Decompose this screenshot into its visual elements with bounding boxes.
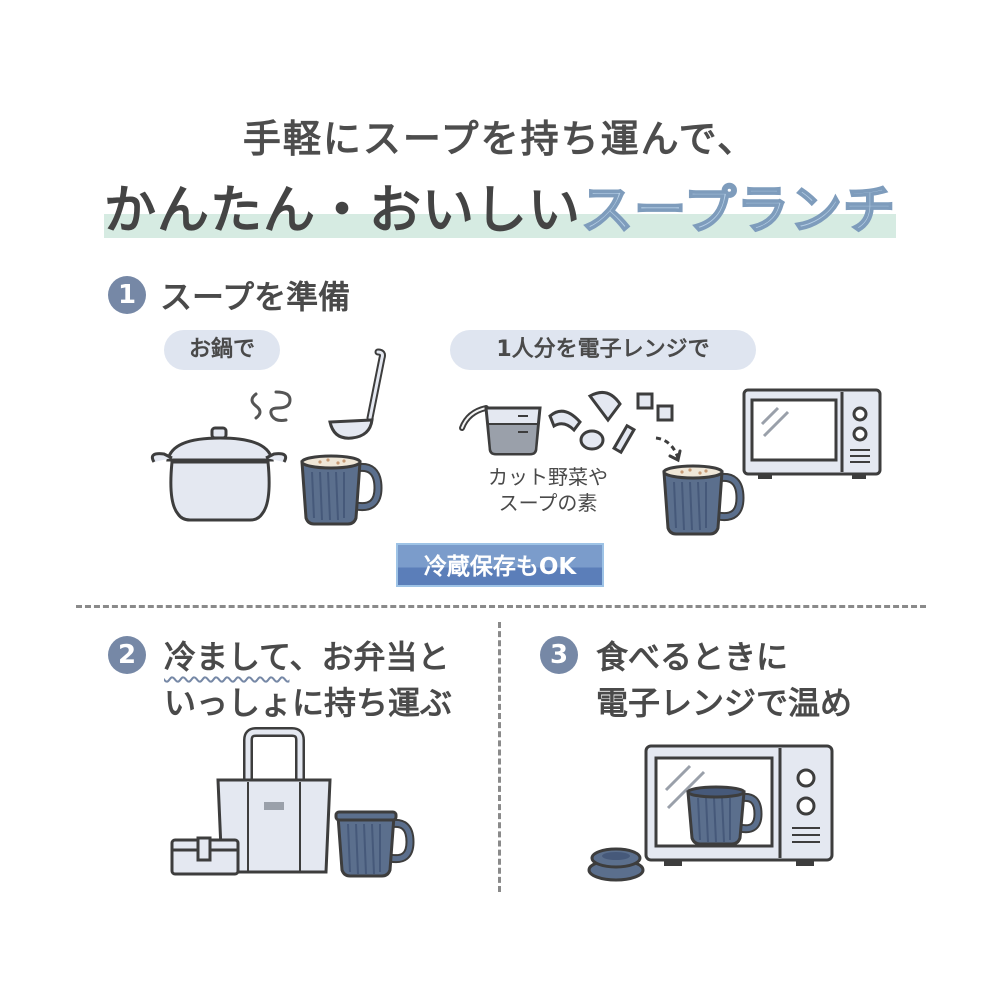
title-line-2: かんたん・おいしいスープランチ — [0, 168, 1000, 243]
step-3-heading-line-1: 食べるときに — [596, 638, 789, 676]
storage-ok-badge: 冷蔵保存もOK — [396, 543, 604, 587]
pot-icon — [150, 426, 288, 522]
option-microwave-label: 1人分を電子レンジで — [450, 330, 756, 370]
ladle-icon — [328, 348, 386, 440]
option-pot-label: お鍋で — [164, 330, 280, 370]
step-3-heading-line-2: 電子レンジで温め — [596, 684, 853, 722]
title-line-1: 手軽にスープを持ち運んで、 — [242, 117, 758, 161]
steam-icon — [250, 390, 292, 422]
mug-lids-icon — [587, 847, 645, 882]
ingredients-caption: カット野菜や スープの素 — [478, 464, 618, 516]
title-highlight: スープランチ — [580, 180, 896, 242]
step-3-heading: 食べるときに 電子レンジで温め — [596, 634, 852, 726]
mug-icon — [334, 810, 415, 878]
step-1-badge: 1 — [108, 276, 146, 314]
vegetables-icon — [548, 390, 674, 455]
lunch-box-icon — [170, 836, 240, 876]
step-2-heading-line-2: いっしょに持ち運ぶ — [164, 684, 453, 722]
mug-icon — [662, 464, 745, 536]
ingredients-caption-line-2: スープの素 — [498, 491, 598, 515]
arrow-icon — [655, 436, 682, 463]
microwave-icon — [742, 388, 882, 479]
title-plain: かんたん・おいしい — [104, 181, 582, 241]
step-3-badge: 3 — [540, 636, 578, 674]
vertical-divider — [498, 622, 501, 892]
step-2-heading-line-1-rest: 、お弁当と — [289, 638, 450, 676]
microwave-icon — [644, 744, 834, 866]
step-2-underlined-text: 冷まして — [164, 638, 290, 676]
step-2-heading-line-1: 冷まして、お弁当と — [164, 634, 452, 680]
step-1-heading: スープを準備 — [160, 278, 351, 316]
title-highlight-band — [104, 214, 896, 238]
mug-icon — [300, 454, 383, 526]
tote-bag-icon — [216, 727, 332, 874]
horizontal-divider — [76, 605, 926, 608]
measuring-cup-icon — [459, 405, 542, 456]
step-2-heading: 冷まして、お弁当と いっしょに持ち運ぶ — [164, 634, 452, 726]
step-2-badge: 2 — [108, 636, 146, 674]
ingredients-caption-line-1: カット野菜や — [488, 465, 608, 489]
